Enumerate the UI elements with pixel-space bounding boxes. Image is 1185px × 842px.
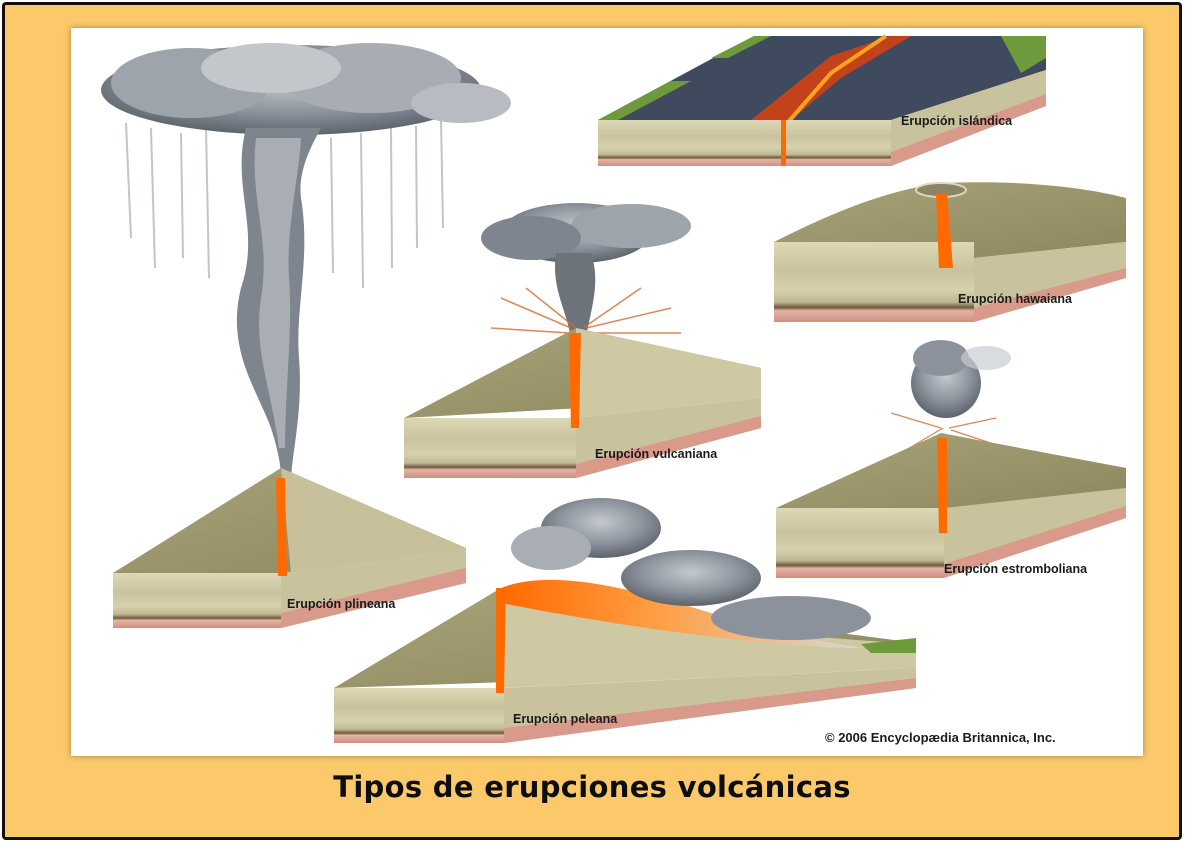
pelean-eruption (334, 498, 916, 743)
label-estromboliana: Erupción estromboliana (944, 562, 1088, 576)
label-islandica: Erupción islándica (901, 114, 1013, 128)
label-peleana: Erupción peleana (513, 712, 618, 726)
icelandic-eruption-block (598, 34, 1046, 166)
vulcanian-eruption (404, 203, 761, 478)
poster-caption: Tipos de erupciones volcánicas (333, 770, 851, 804)
label-plineana: Erupción plineana (287, 597, 396, 611)
hawaiian-eruption-block (774, 182, 1126, 322)
copyright-notice: © 2006 Encyclopædia Britannica, Inc. (825, 730, 1056, 745)
strombolian-eruption (776, 340, 1126, 578)
label-vulcaniana: Erupción vulcaniana (595, 447, 718, 461)
illustration-panel: Erupción islándica Erupción hawaiana Eru… (71, 28, 1143, 756)
label-hawaiana: Erupción hawaiana (958, 292, 1072, 306)
eruption-types-illustration (101, 34, 1126, 743)
plinian-eruption (101, 43, 511, 628)
